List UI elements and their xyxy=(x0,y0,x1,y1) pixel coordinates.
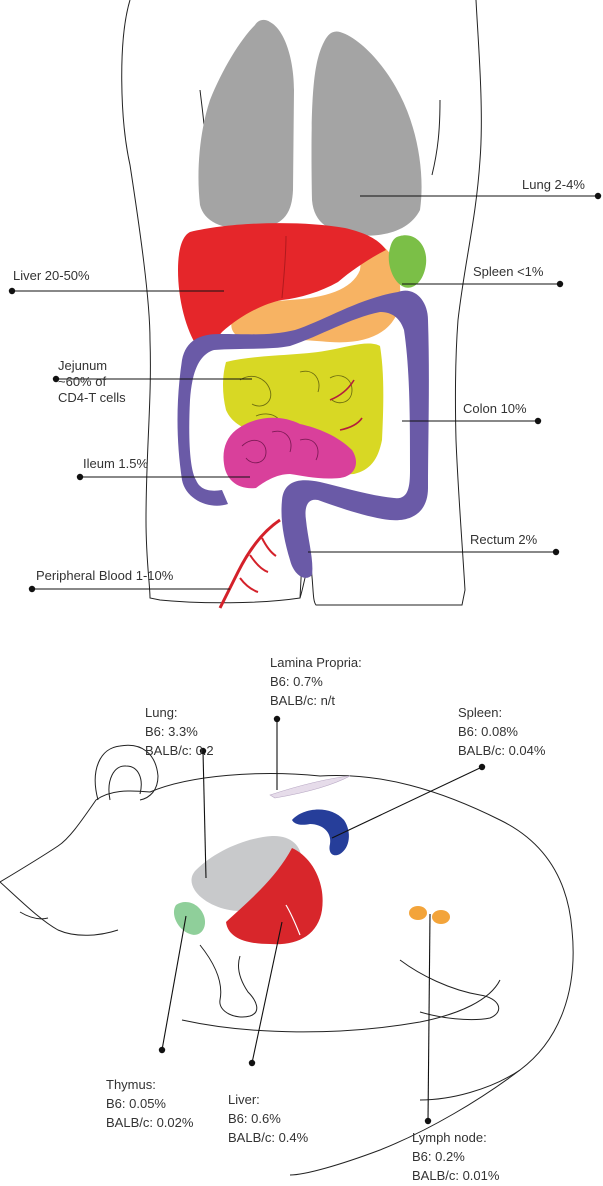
mouse-lymph-node-2 xyxy=(432,910,450,924)
mouse-hind-leg xyxy=(400,960,499,1020)
jejunum-label-line-1: Jejunum xyxy=(58,358,107,373)
human-liver-label: Liver 20-50% xyxy=(13,268,90,283)
mouse-liver-label: Liver: B6: 0.6% BALB/c: 0.4% xyxy=(228,1092,309,1145)
mouse-liver-label-line-1: Liver: xyxy=(228,1092,260,1107)
mouse-lung-leader xyxy=(203,751,206,878)
human-left-lung xyxy=(198,20,294,229)
jejunum-label-line-2: ~60% of xyxy=(58,374,106,389)
mouse-thymus-leader-dot xyxy=(159,1047,165,1053)
mouse-lamina-propria xyxy=(270,776,350,798)
human-rectum-label: Rectum 2% xyxy=(470,532,538,547)
lymph-node-label-line-1: Lymph node: xyxy=(412,1130,487,1145)
human-torso-diagram: Lung 2-4% Liver 20-50% Spleen <1% Jejunu… xyxy=(9,0,601,608)
lamina-propria-label-line-3: BALB/c: n/t xyxy=(270,693,335,708)
mouse-snout xyxy=(0,882,118,935)
human-blood-label: Peripheral Blood 1-10% xyxy=(36,568,174,583)
mouse-lymph-node-1 xyxy=(409,906,427,920)
thymus-label-line-1: Thymus: xyxy=(106,1077,156,1092)
blood-leader-dot xyxy=(29,586,35,592)
mouse-diagram: Lamina Propria: B6: 0.7% BALB/c: n/t Lun… xyxy=(0,655,573,1183)
lamina-propria-label-line-1: Lamina Propria: xyxy=(270,655,362,670)
mouse-liver-label-line-2: B6: 0.6% xyxy=(228,1111,281,1126)
human-right-lung xyxy=(312,32,422,236)
lamina-propria-label-line-2: B6: 0.7% xyxy=(270,674,323,689)
human-colon-label: Colon 10% xyxy=(463,401,527,416)
mouse-lymph-node-label: Lymph node: B6: 0.2% BALB/c: 0.01% xyxy=(412,1130,500,1183)
mouse-lung-label: Lung: B6: 3.3% BALB/c: 0.2 xyxy=(145,705,214,758)
mouse-spleen-label-line-1: Spleen: xyxy=(458,705,502,720)
mouse-tail xyxy=(290,1070,520,1175)
human-blood-vessel xyxy=(220,520,280,608)
mouse-lamina-propria-label: Lamina Propria: B6: 0.7% BALB/c: n/t xyxy=(270,655,365,708)
mouse-spleen-leader-dot xyxy=(479,764,485,770)
human-blood-vessel-branches xyxy=(240,538,276,592)
mouse-lymph-node-leader-dot xyxy=(425,1118,431,1124)
human-right-arm-crease xyxy=(432,100,440,175)
mouse-thymus-leader xyxy=(162,916,186,1050)
mouse-ear-inner xyxy=(109,766,141,800)
human-lung-label: Lung 2-4% xyxy=(522,177,585,192)
mouse-lymph-node-leader xyxy=(428,914,430,1121)
lymph-node-label-line-2: B6: 0.2% xyxy=(412,1149,465,1164)
mouse-lung-label-line-1: Lung: xyxy=(145,705,178,720)
mouse-thymus-label: Thymus: B6: 0.05% BALB/c: 0.02% xyxy=(106,1077,194,1130)
liver-leader-dot xyxy=(9,288,15,294)
lung-leader-dot xyxy=(595,193,601,199)
mouse-spleen-leader xyxy=(332,767,482,838)
lymph-node-label-line-3: BALB/c: 0.01% xyxy=(412,1168,500,1183)
mouse-thymus xyxy=(174,902,205,935)
mouse-spleen-label-line-2: B6: 0.08% xyxy=(458,724,518,739)
ileum-leader-dot xyxy=(77,474,83,480)
mouse-lung-label-line-3: BALB/c: 0.2 xyxy=(145,743,214,758)
mouse-spleen-label: Spleen: B6: 0.08% BALB/c: 0.04% xyxy=(458,705,546,758)
human-jejunum-label: Jejunum ~60% of CD4-T cells xyxy=(58,358,126,405)
mouse-liver-label-line-3: BALB/c: 0.4% xyxy=(228,1130,309,1145)
rectum-leader-dot xyxy=(553,549,559,555)
spleen-leader-dot xyxy=(557,281,563,287)
lamina-propria-leader-dot xyxy=(274,716,280,722)
mouse-lung-label-line-2: B6: 3.3% xyxy=(145,724,198,739)
jejunum-label-line-3: CD4-T cells xyxy=(58,390,126,405)
mouse-spleen xyxy=(292,809,349,855)
mouse-liver-leader-dot xyxy=(249,1060,255,1066)
mouse-spleen-label-line-3: BALB/c: 0.04% xyxy=(458,743,546,758)
human-ileum-label: Ileum 1.5% xyxy=(83,456,148,471)
thymus-label-line-3: BALB/c: 0.02% xyxy=(106,1115,194,1130)
mouse-front-leg xyxy=(200,945,257,1017)
colon-leader-dot xyxy=(535,418,541,424)
thymus-label-line-2: B6: 0.05% xyxy=(106,1096,166,1111)
human-spleen-label: Spleen <1% xyxy=(473,264,544,279)
